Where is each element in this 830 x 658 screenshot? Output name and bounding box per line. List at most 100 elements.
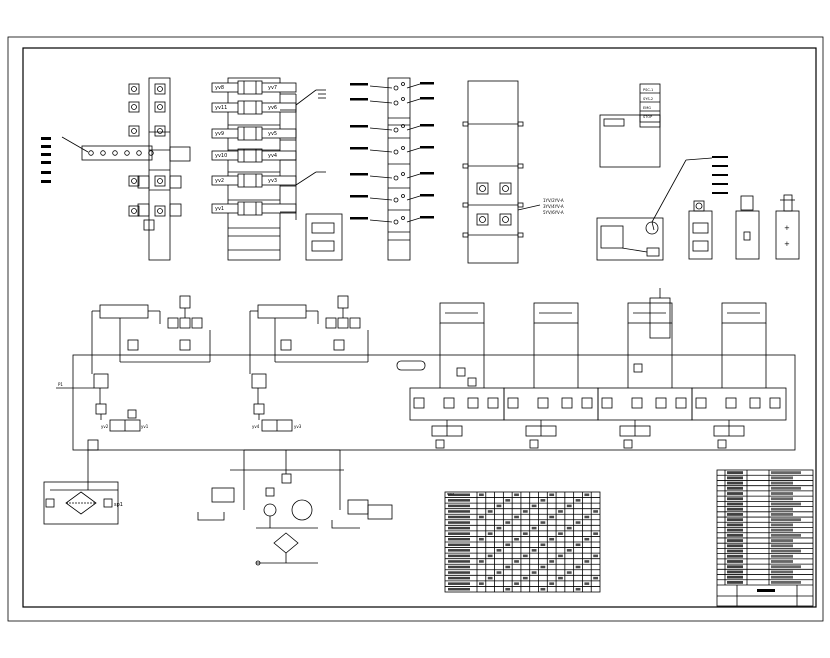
title-row-9 — [727, 518, 743, 522]
parts-row-label-16 — [448, 582, 470, 585]
pump-note-4 — [712, 192, 728, 194]
port-3 — [124, 150, 130, 156]
label-yv1: yv1 — [141, 424, 149, 429]
vs2-label-left-0: yv8 — [215, 85, 224, 91]
pump-unit — [197, 449, 393, 566]
vs3-port-2 — [393, 127, 399, 133]
port-5 — [148, 150, 154, 156]
title-block — [716, 469, 814, 607]
legend-marks — [41, 136, 89, 183]
parts-table — [444, 491, 601, 593]
vs2-label-left-4: yv2 — [215, 178, 224, 184]
vs1-subplates — [88, 83, 182, 231]
vs3-rows — [350, 82, 434, 241]
subplate-3 — [128, 175, 140, 187]
title-row-11 — [727, 528, 743, 532]
vs3-tag-left-2 — [350, 125, 368, 128]
right-circuits — [409, 288, 787, 449]
port-2 — [112, 150, 118, 156]
vs2-label-right-2: yv5 — [268, 131, 277, 137]
plus-mark-1: + — [784, 224, 790, 232]
parts-row-label-8 — [448, 537, 470, 541]
title-row-6 — [727, 502, 743, 506]
parts-row-label-7 — [448, 532, 470, 535]
cylinder-0 — [439, 302, 485, 324]
cylinder-1 — [533, 302, 579, 324]
pump-note-1 — [712, 165, 728, 167]
cylinder-circuit-2: yv4 yv3 — [249, 295, 369, 432]
parts-row-label-1 — [448, 499, 470, 502]
accumulator — [396, 360, 477, 387]
label-yv3: yv3 — [294, 424, 302, 429]
plus-mark-2: + — [784, 240, 790, 248]
parts-row-label-2 — [448, 504, 470, 508]
vs3-tag-left-3 — [350, 147, 368, 150]
pump-note-2 — [712, 174, 728, 176]
label-sp1: sp1 — [114, 502, 123, 508]
valve-stack-3 — [350, 77, 434, 261]
title-drawing-name — [757, 589, 775, 592]
title-row-21 — [727, 580, 743, 584]
vs2-label-right-1: yv6 — [268, 105, 277, 111]
vs3-tag-right-6 — [420, 216, 434, 219]
title-row-1 — [727, 476, 743, 480]
title-row-14 — [727, 544, 743, 548]
subplate-2 — [128, 125, 140, 137]
port-0 — [88, 150, 94, 156]
vs3-tag-right-1 — [420, 97, 434, 100]
label-p1: P1 — [58, 382, 63, 387]
cylinder-3 — [721, 302, 767, 324]
cylinder-circuit-1: yv2 yv1 — [87, 295, 211, 451]
vs2-label-right-0: yv7 — [268, 85, 277, 91]
parts-row-label-0 — [448, 493, 470, 497]
panel-label-2: SYS-2 — [643, 97, 653, 101]
side-connector — [295, 89, 343, 261]
vs3-tag-left-4 — [350, 173, 368, 176]
title-row-2 — [727, 481, 743, 485]
vs3-tag-left-0 — [350, 83, 368, 86]
label-yv2: yv2 — [101, 424, 109, 429]
filter-unit: sp1 — [43, 450, 123, 525]
parts-row-label-15 — [448, 576, 470, 580]
vs3-port-5 — [393, 197, 399, 203]
title-row-8 — [727, 513, 743, 516]
parts-row-label-14 — [448, 571, 470, 574]
parts-row-label-5 — [448, 521, 470, 524]
port-1 — [100, 150, 106, 156]
panel-label-3: EMG — [643, 106, 651, 110]
vs2-label-left-3: yv10 — [215, 153, 227, 159]
vs3-tag-left-5 — [350, 195, 368, 198]
vs3-port-0 — [393, 85, 399, 91]
parts-row-label-6 — [448, 526, 470, 530]
vs3-port-3 — [393, 149, 399, 155]
parts-row-label-10 — [448, 549, 470, 552]
title-row-20 — [727, 575, 743, 579]
vs3-port-4 — [393, 175, 399, 181]
title-row-18 — [727, 565, 743, 569]
pump-station-view — [596, 156, 728, 261]
parts-row-label-9 — [448, 543, 470, 547]
panel-label-1: PSC-1 — [643, 88, 653, 92]
title-row-7 — [727, 507, 743, 511]
valve-block-3 — [691, 387, 787, 421]
vs3-tag-right-2 — [420, 124, 434, 127]
title-row-5 — [727, 497, 743, 501]
vs3-tag-right-4 — [420, 172, 434, 175]
parts-row-label-11 — [448, 554, 470, 558]
vs3-port-1 — [393, 100, 399, 106]
valve-stack-4: 1YV/2YV-A 3YV/4YV-A 5YV/6YV-A — [462, 80, 564, 264]
title-row-10 — [727, 523, 743, 527]
title-row-13 — [727, 539, 743, 542]
parts-row-label-12 — [448, 560, 470, 563]
title-row-19 — [727, 570, 743, 574]
panel-label-4: STOP — [643, 115, 652, 119]
control-panel: PSC-1 SYS-2 EMG STOP — [599, 83, 661, 168]
title-row-17 — [727, 560, 743, 563]
pump-note-3 — [712, 183, 728, 185]
vs3-tag-right-0 — [420, 82, 434, 85]
parts-row-label-4 — [448, 515, 470, 519]
parts-row-label-3 — [448, 510, 470, 513]
